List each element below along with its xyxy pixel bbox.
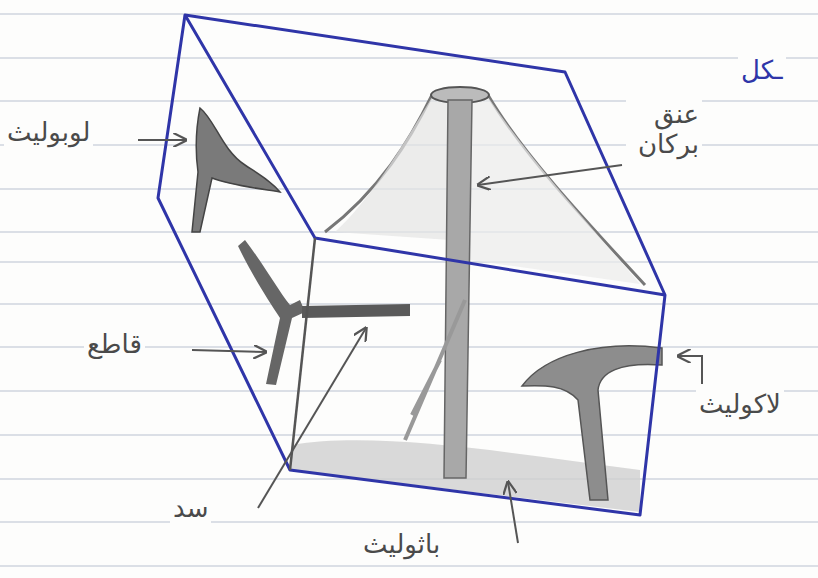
sill [302, 304, 410, 318]
dike [238, 240, 305, 385]
leader-lines [138, 140, 702, 543]
batholith-label: باثوليث [360, 530, 443, 560]
ruled-lines [0, 14, 818, 566]
volcanic-neck [444, 100, 472, 478]
volcanic-neck-label: عنق بركان [626, 100, 702, 160]
laccolith-label: لاكوليث [696, 390, 784, 420]
volcano-cone [325, 95, 645, 285]
lopolith-label: لوبوليث [4, 118, 93, 148]
sill-label: سد [170, 494, 211, 524]
block-outline [158, 15, 665, 515]
figure-label: ـكل [738, 56, 786, 86]
laccolith [522, 346, 662, 500]
lopolith [192, 108, 280, 232]
dike-label: قاطع [84, 330, 145, 360]
